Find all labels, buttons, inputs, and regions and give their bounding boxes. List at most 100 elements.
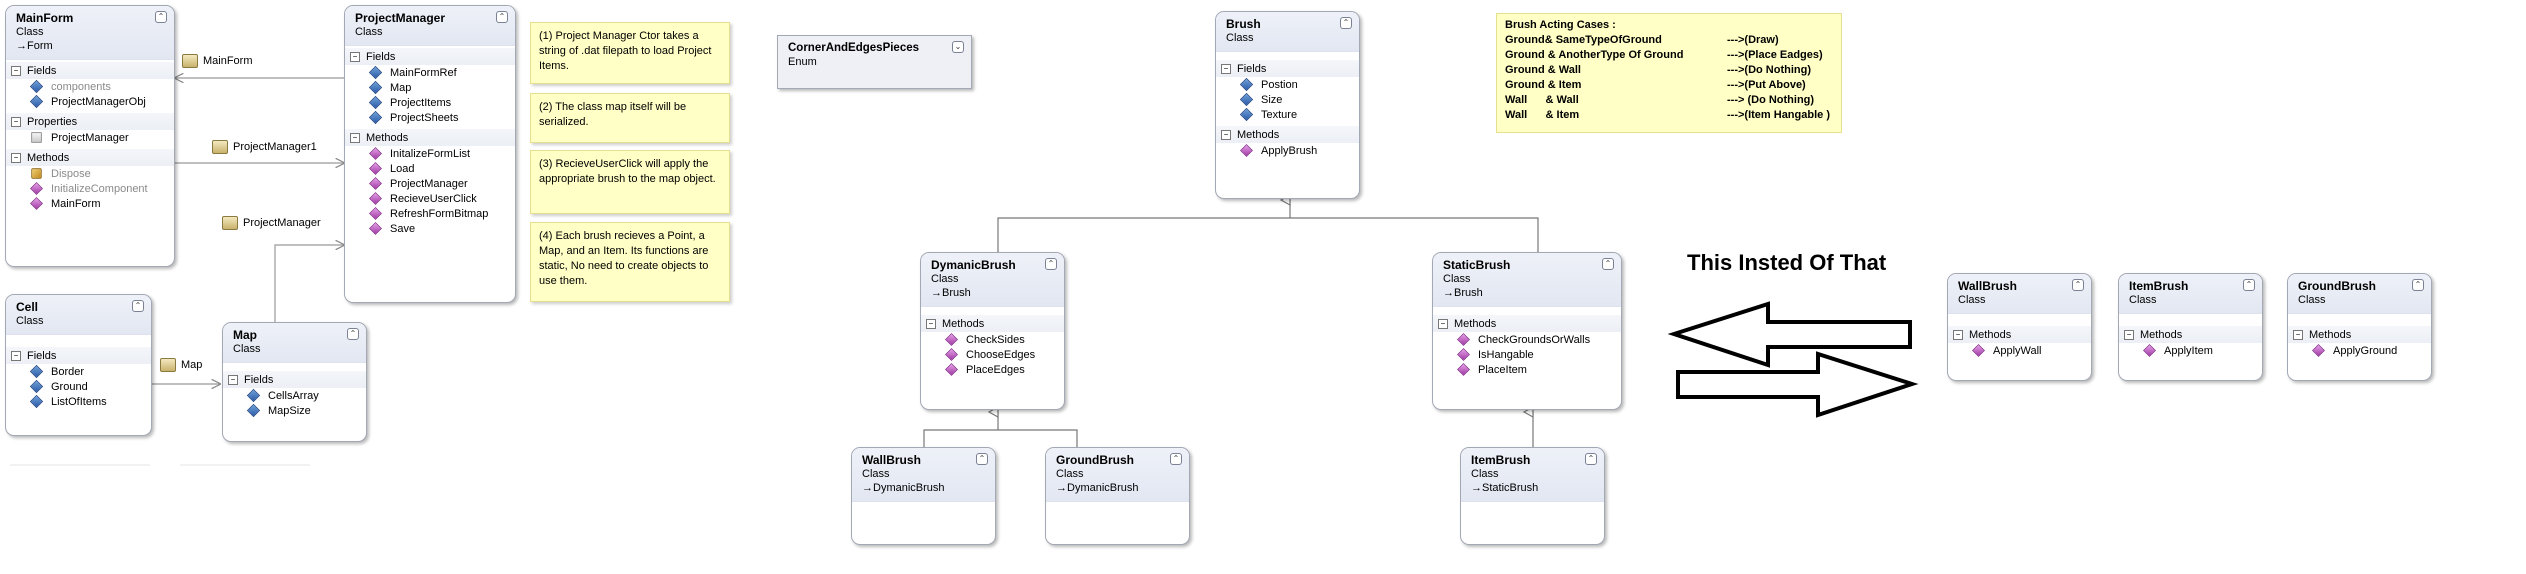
member-method[interactable]: ProjectManager bbox=[345, 176, 515, 191]
assoc-label-projectmanager[interactable]: ProjectManager bbox=[222, 216, 321, 230]
minus-icon[interactable]: − bbox=[11, 116, 21, 127]
section-header[interactable]: −Methods bbox=[1948, 326, 2091, 343]
member-method[interactable]: Dispose bbox=[6, 166, 174, 181]
member-method[interactable]: ApplyWall bbox=[1948, 343, 2091, 358]
section-header[interactable]: −Methods bbox=[1433, 315, 1621, 332]
collapse-icon[interactable]: ⌃ bbox=[1602, 258, 1614, 270]
collapse-icon[interactable]: ⌃ bbox=[2243, 279, 2255, 291]
class-staticbrush[interactable]: StaticBrush Class Brush ⌃ −Methods Check… bbox=[1432, 252, 1622, 410]
section-header[interactable]: −Methods bbox=[2288, 326, 2431, 343]
member-field[interactable]: Size bbox=[1216, 92, 1359, 107]
member-field[interactable]: MapSize bbox=[223, 403, 366, 418]
class-wallbrush-derived[interactable]: WallBrush Class DymanicBrush ⌃ bbox=[851, 447, 996, 545]
minus-icon[interactable]: − bbox=[2293, 329, 2303, 340]
minus-icon[interactable]: − bbox=[1221, 63, 1231, 74]
class-wallbrush-alt[interactable]: WallBrush Class ⌃ −Methods ApplyWall bbox=[1947, 273, 2092, 381]
collapse-icon[interactable]: ⌃ bbox=[155, 11, 167, 23]
section-header[interactable]: −Fields bbox=[6, 347, 151, 364]
minus-icon[interactable]: − bbox=[11, 65, 21, 76]
class-base: Brush bbox=[931, 287, 1056, 300]
section-header[interactable]: −Fields bbox=[1216, 60, 1359, 77]
member-method[interactable]: Load bbox=[345, 161, 515, 176]
member-field[interactable]: ProjectItems bbox=[345, 95, 515, 110]
member-field[interactable]: Map bbox=[345, 80, 515, 95]
member-method[interactable]: PlaceItem bbox=[1433, 362, 1621, 377]
member-method[interactable]: ApplyBrush bbox=[1216, 143, 1359, 158]
member-method[interactable]: RecieveUserClick bbox=[345, 191, 515, 206]
member-method[interactable]: InitalizeFormList bbox=[345, 146, 515, 161]
section-header[interactable]: −Fields bbox=[6, 62, 174, 79]
collapse-icon[interactable]: ⌃ bbox=[1045, 258, 1057, 270]
collapse-icon[interactable]: ⌃ bbox=[976, 453, 988, 465]
assoc-label-projectmanager1[interactable]: ProjectManager1 bbox=[212, 140, 317, 154]
minus-icon[interactable]: − bbox=[11, 350, 21, 361]
class-projectmanager[interactable]: ProjectManager Class ⌃ −Fields MainFormR… bbox=[344, 5, 516, 303]
member-field[interactable]: Postion bbox=[1216, 77, 1359, 92]
minus-icon[interactable]: − bbox=[350, 51, 360, 62]
member-field[interactable]: components bbox=[6, 79, 174, 94]
member-method[interactable]: ChooseEdges bbox=[921, 347, 1064, 362]
member-field[interactable]: ListOfItems bbox=[6, 394, 151, 409]
collapse-icon[interactable]: ⌃ bbox=[1585, 453, 1597, 465]
class-brush[interactable]: Brush Class ⌃ −Fields Postion Size Textu… bbox=[1215, 11, 1360, 199]
assoc-label-map[interactable]: Map bbox=[160, 358, 202, 372]
class-groundbrush-alt[interactable]: GroundBrush Class ⌃ −Methods ApplyGround bbox=[2287, 273, 2432, 381]
member-field[interactable]: Border bbox=[6, 364, 151, 379]
collapse-icon[interactable]: ⌃ bbox=[347, 328, 359, 340]
class-dynamicbrush[interactable]: DymanicBrush Class Brush ⌃ −Methods Chec… bbox=[920, 252, 1065, 410]
class-itembrush-derived[interactable]: ItemBrush Class StaticBrush ⌃ bbox=[1460, 447, 1605, 545]
minus-icon[interactable]: − bbox=[1221, 129, 1231, 140]
note-4[interactable]: (4) Each brush recieves a Point, a Map, … bbox=[530, 222, 730, 302]
collapse-icon[interactable]: ⌃ bbox=[1170, 453, 1182, 465]
minus-icon[interactable]: − bbox=[1438, 318, 1448, 329]
member-field[interactable]: MainFormRef bbox=[345, 65, 515, 80]
class-itembrush-alt[interactable]: ItemBrush Class ⌃ −Methods ApplyItem bbox=[2118, 273, 2263, 381]
minus-icon[interactable]: − bbox=[2124, 329, 2134, 340]
member-method[interactable]: RefreshFormBitmap bbox=[345, 206, 515, 221]
member-method[interactable]: Save bbox=[345, 221, 515, 236]
section-header[interactable]: −Properties bbox=[6, 113, 174, 130]
collapse-icon[interactable]: ⌃ bbox=[132, 300, 144, 312]
section-header[interactable]: −Methods bbox=[6, 149, 174, 166]
class-cell[interactable]: Cell Class ⌃ −Fields Border Ground ListO… bbox=[5, 294, 152, 436]
minus-icon[interactable]: − bbox=[11, 152, 21, 163]
member-method[interactable]: CheckGroundsOrWalls bbox=[1433, 332, 1621, 347]
note-2[interactable]: (2) The class map itself will be seriali… bbox=[530, 93, 730, 143]
section-header[interactable]: −Fields bbox=[345, 48, 515, 65]
member-field[interactable]: ProjectManagerObj bbox=[6, 94, 174, 109]
minus-icon[interactable]: − bbox=[228, 374, 238, 385]
section-header[interactable]: −Methods bbox=[345, 129, 515, 146]
collapse-icon[interactable]: ⌃ bbox=[2072, 279, 2084, 291]
class-groundbrush-derived[interactable]: GroundBrush Class DymanicBrush ⌃ bbox=[1045, 447, 1190, 545]
member-method[interactable]: InitializeComponent bbox=[6, 181, 174, 196]
note-1[interactable]: (1) Project Manager Ctor takes a string … bbox=[530, 22, 730, 84]
section-header[interactable]: −Methods bbox=[921, 315, 1064, 332]
class-mainform[interactable]: MainForm Class Form ⌃ −Fields components… bbox=[5, 5, 175, 267]
member-field[interactable]: Texture bbox=[1216, 107, 1359, 122]
member-method[interactable]: PlaceEdges bbox=[921, 362, 1064, 377]
minus-icon[interactable]: − bbox=[926, 318, 936, 329]
member-method[interactable]: IsHangable bbox=[1433, 347, 1621, 362]
member-field[interactable]: ProjectSheets bbox=[345, 110, 515, 125]
member-property[interactable]: ProjectManager bbox=[6, 130, 174, 145]
note-3[interactable]: (3) RecieveUserClick will apply the appr… bbox=[530, 150, 730, 214]
member-method[interactable]: ApplyGround bbox=[2288, 343, 2431, 358]
member-field[interactable]: CellsArray bbox=[223, 388, 366, 403]
minus-icon[interactable]: − bbox=[1953, 329, 1963, 340]
section-header[interactable]: −Methods bbox=[2119, 326, 2262, 343]
member-field[interactable]: Ground bbox=[6, 379, 151, 394]
collapse-icon[interactable]: ⌃ bbox=[496, 11, 508, 23]
minus-icon[interactable]: − bbox=[350, 132, 360, 143]
section-header[interactable]: −Fields bbox=[223, 371, 366, 388]
class-map[interactable]: Map Class ⌃ −Fields CellsArray MapSize bbox=[222, 322, 367, 442]
collapse-icon[interactable]: ⌃ bbox=[2412, 279, 2424, 291]
member-method[interactable]: CheckSides bbox=[921, 332, 1064, 347]
member-method[interactable]: ApplyItem bbox=[2119, 343, 2262, 358]
member-method[interactable]: MainForm bbox=[6, 196, 174, 211]
collapse-icon[interactable]: ⌄ bbox=[952, 41, 964, 53]
enum-corneredgespieces[interactable]: CornerAndEdgesPieces Enum ⌄ bbox=[777, 35, 972, 89]
section-header[interactable]: −Methods bbox=[1216, 126, 1359, 143]
brush-acting-cases-note[interactable]: Brush Acting Cases : Ground& SameTypeOfG… bbox=[1496, 13, 1842, 133]
collapse-icon[interactable]: ⌃ bbox=[1340, 17, 1352, 29]
assoc-label-mainform[interactable]: MainForm bbox=[182, 54, 253, 68]
